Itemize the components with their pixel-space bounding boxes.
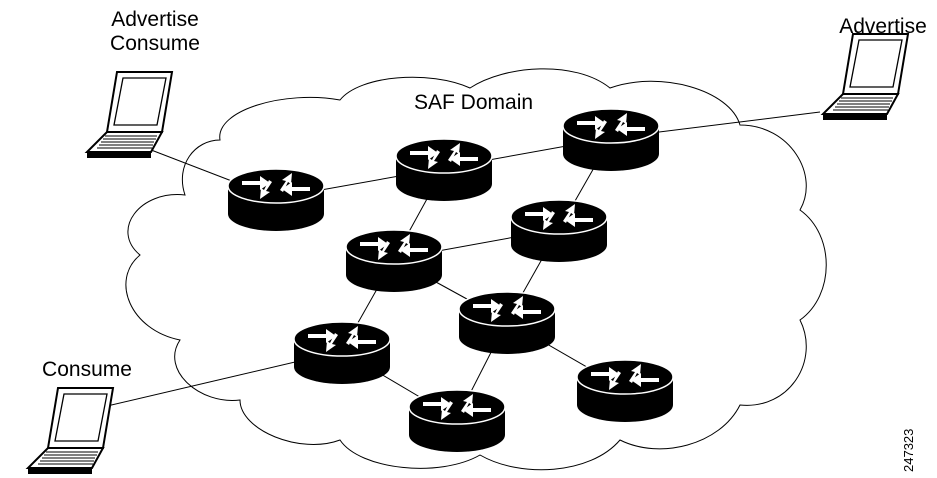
- client-label-top-left-laptop-0: Advertise: [111, 8, 199, 31]
- laptop-icon-top-right-laptop: [822, 33, 909, 121]
- figure-id: 247323: [901, 429, 916, 472]
- router-icon-r2: [395, 138, 493, 202]
- saf-domain-label: SAF Domain: [414, 91, 533, 114]
- laptop-icon-top-left-laptop: [86, 71, 173, 159]
- router-icon-r7: [458, 291, 556, 355]
- router-icon-r8: [408, 389, 506, 453]
- router-icon-r4: [345, 229, 443, 293]
- router-icon-r3: [562, 108, 660, 172]
- router-icon-r5: [510, 199, 608, 263]
- client-label-bottom-left-laptop-0: Consume: [42, 358, 132, 381]
- router-icon-r9: [576, 359, 674, 423]
- router-icon-r6: [293, 321, 391, 385]
- router-icon-r1: [227, 168, 325, 232]
- client-label-top-left-laptop-1: Consume: [110, 32, 200, 55]
- laptop-icon-bottom-left-laptop: [27, 387, 114, 475]
- client-label-top-right-laptop-0: Advertise: [839, 15, 927, 38]
